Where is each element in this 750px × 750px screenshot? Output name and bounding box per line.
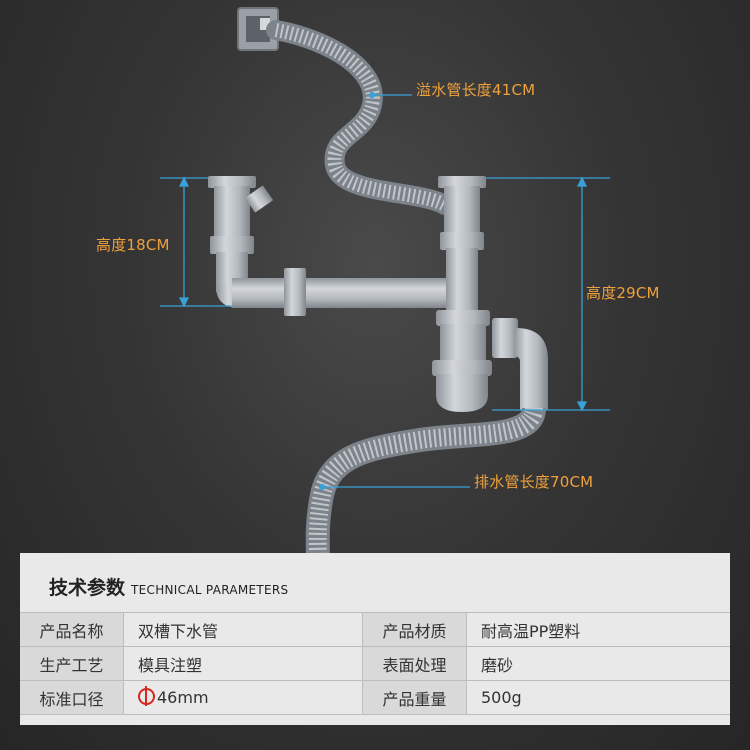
spec-row: 标准口径 46mm 产品重量 500g <box>20 680 730 715</box>
spec-value-diameter: 46mm <box>123 680 363 715</box>
spec-label: 产品材质 <box>362 612 467 647</box>
left-height-label: 高度18CM <box>96 236 170 254</box>
spec-label: 产品名称 <box>20 612 124 647</box>
spec-value: 模具注塑 <box>123 646 363 681</box>
spec-title: 技术参数 TECHNICAL PARAMETERS <box>49 573 288 600</box>
spec-label: 表面处理 <box>362 646 467 681</box>
spec-title-en: TECHNICAL PARAMETERS <box>131 583 289 597</box>
overflow-length-label: 溢水管长度41CM <box>416 81 536 99</box>
spec-table: 产品名称 双槽下水管 产品材质 耐高温PP塑料 生产工艺 模具注塑 表面处理 磨… <box>20 612 730 715</box>
spec-title-cn: 技术参数 <box>49 577 126 599</box>
spec-label: 产品重量 <box>362 680 467 715</box>
spec-value: 双槽下水管 <box>123 612 363 647</box>
right-height-label: 高度29CM <box>586 284 660 302</box>
connector-pipe <box>232 278 462 308</box>
spec-value: 磨砂 <box>481 655 514 675</box>
spec-panel: 技术参数 TECHNICAL PARAMETERS 产品名称 双槽下水管 产品材… <box>20 553 730 725</box>
spec-row: 生产工艺 模具注塑 表面处理 磨砂 <box>20 646 730 681</box>
spec-value: 500g <box>481 688 522 707</box>
spec-label: 生产工艺 <box>20 646 124 681</box>
diameter-value: 46mm <box>157 688 209 707</box>
right-tailpiece <box>438 176 486 312</box>
spec-row: 产品名称 双槽下水管 产品材质 耐高温PP塑料 <box>20 612 730 647</box>
phi-symbol-icon <box>138 686 155 706</box>
trap-body <box>432 310 548 412</box>
dimension-lines <box>160 91 610 491</box>
drain-length-label: 排水管长度70CM <box>474 473 594 491</box>
spec-label: 标准口径 <box>20 680 124 715</box>
spec-value: 耐高温PP塑料 <box>481 621 581 641</box>
